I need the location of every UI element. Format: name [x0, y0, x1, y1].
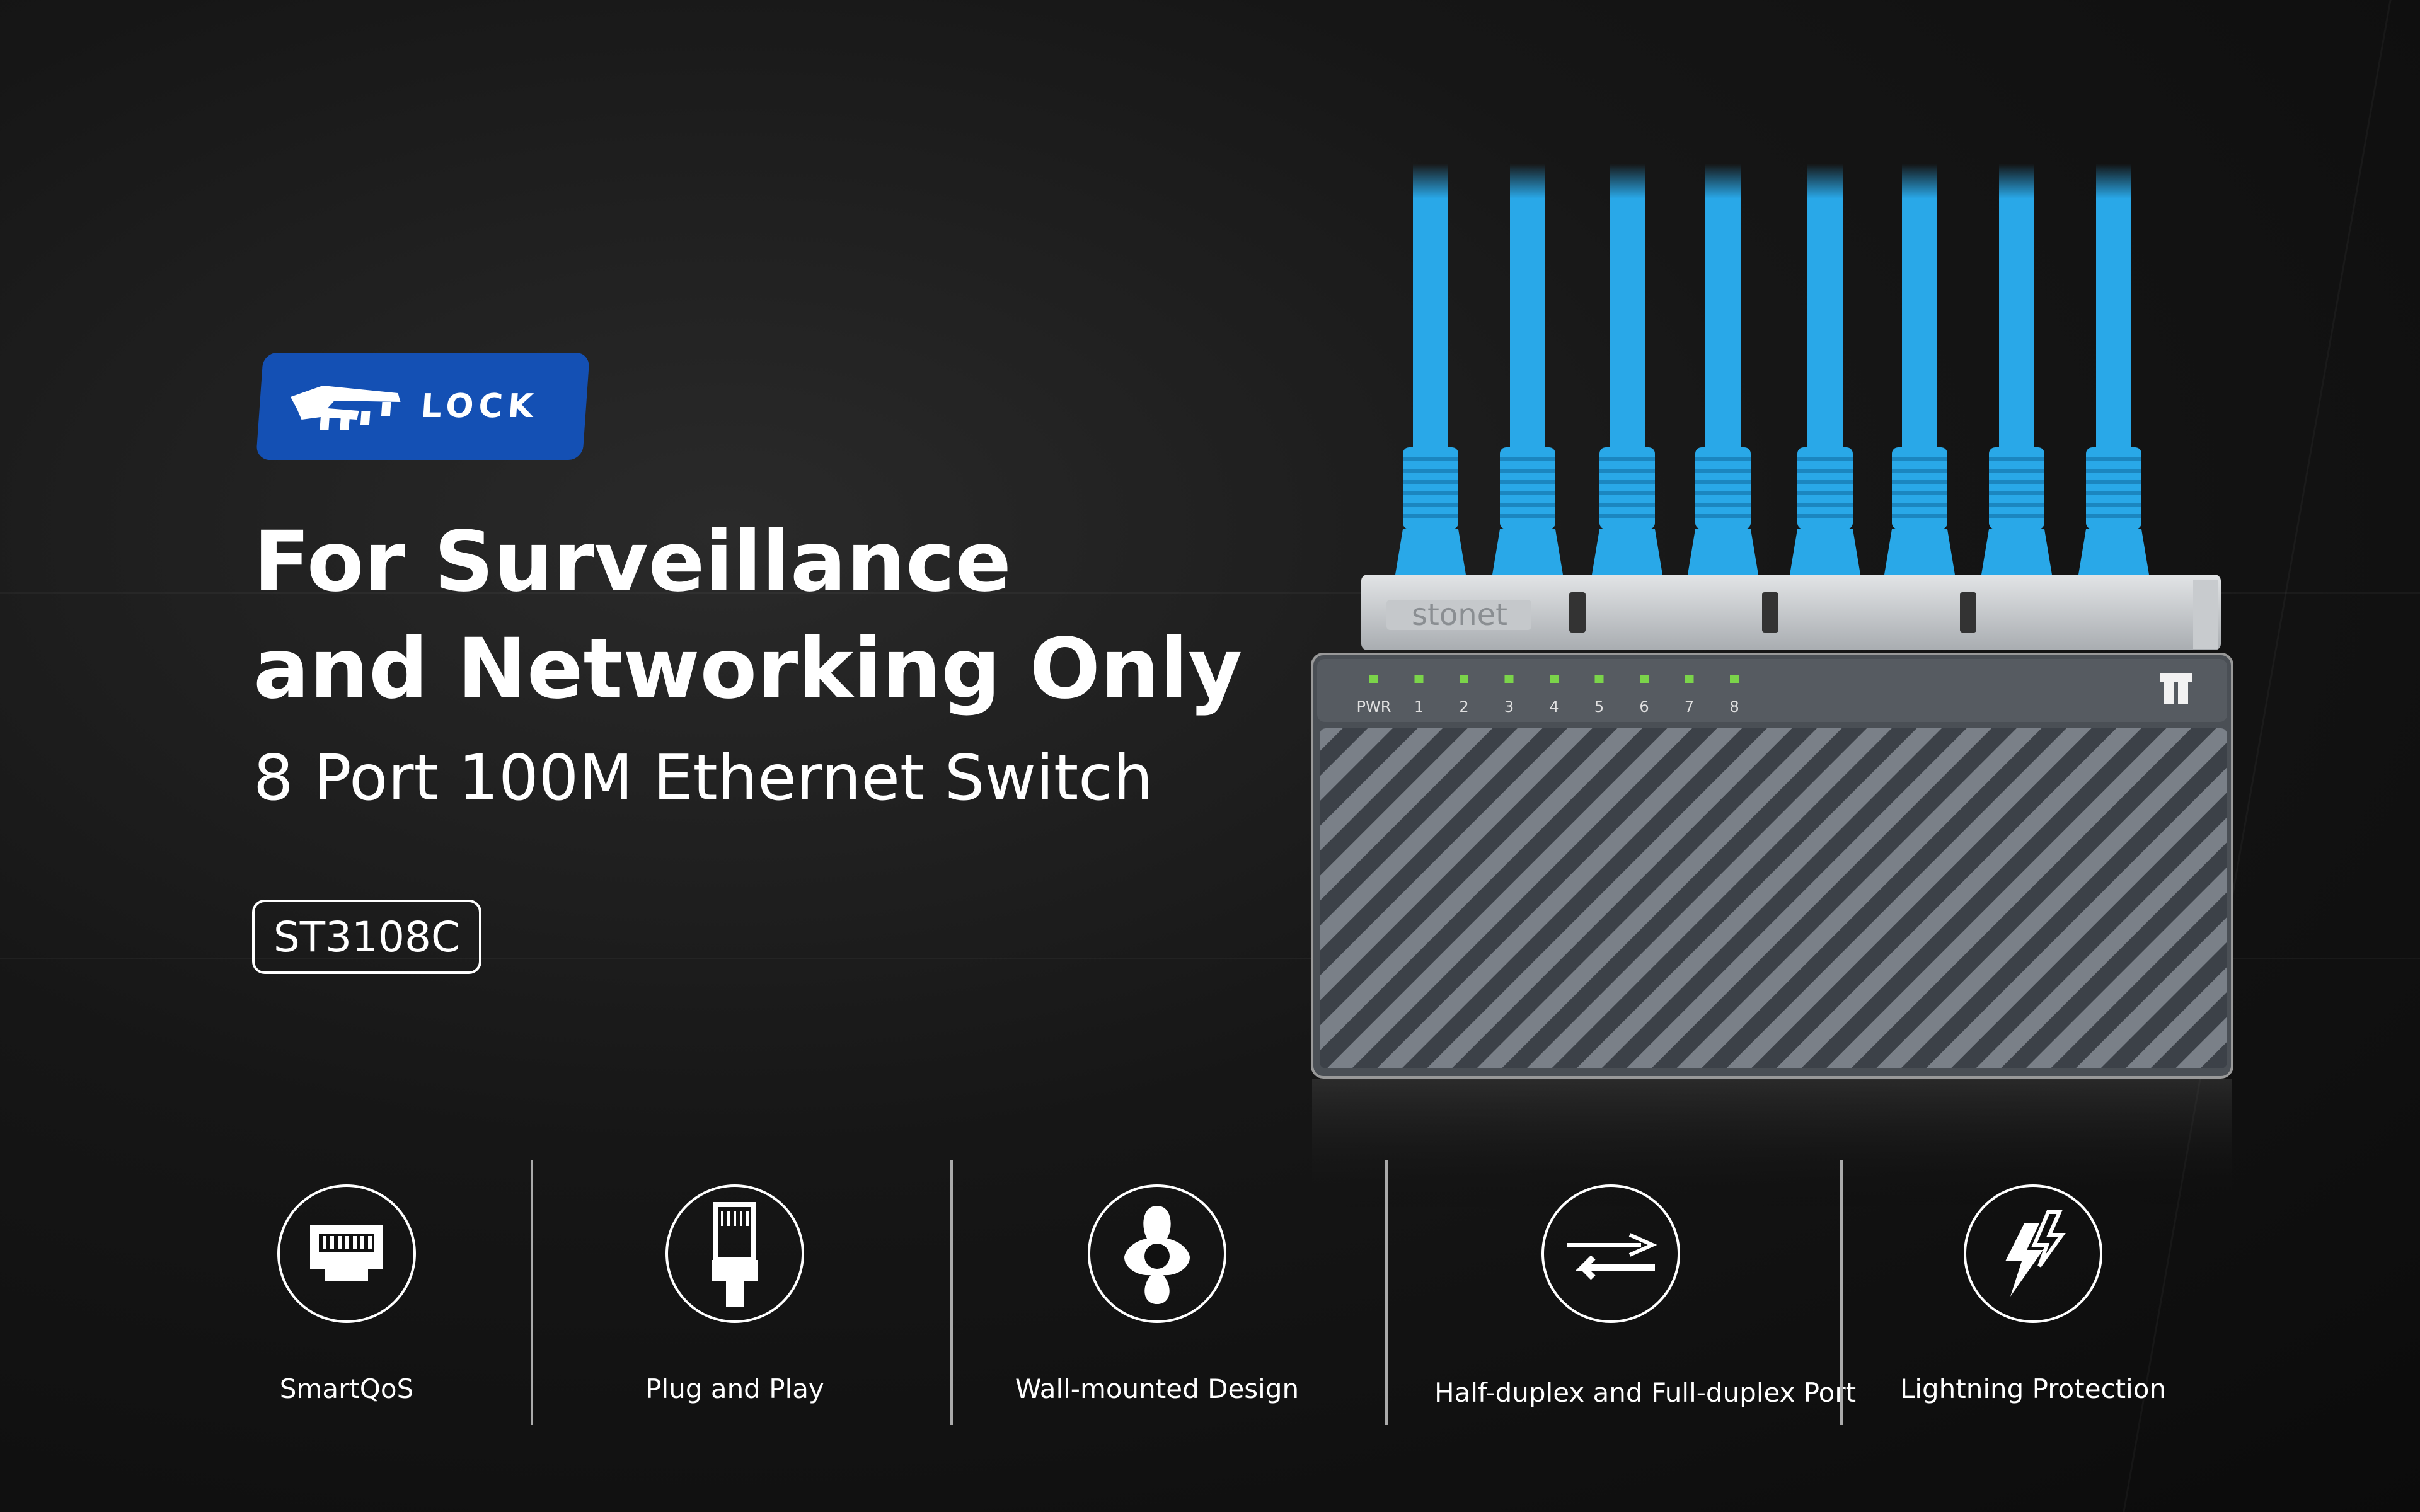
cover-brand-text: stonet: [1412, 597, 1507, 633]
headline-line-1: For Surveillance: [253, 513, 1011, 610]
status-led: [1640, 675, 1649, 683]
feature-label: SmartQoS: [279, 1373, 414, 1404]
feature-divider: [1385, 1160, 1388, 1425]
led-label: 5: [1594, 698, 1604, 716]
ethernet-cable: [1688, 164, 1758, 575]
features-row: SmartQoS Plug and Play Wall-mounted Desi…: [0, 1159, 2420, 1436]
switch-front-panel: [1317, 659, 2227, 722]
status-led: [1730, 675, 1739, 683]
cover-logo-plate: [1386, 600, 1531, 630]
status-led: [1414, 675, 1424, 683]
headline-line-2: and Networking Only: [253, 621, 1243, 718]
brand-logo: LOCK: [256, 353, 590, 460]
floor-line: [0, 592, 2420, 594]
floor-line: [0, 958, 2420, 959]
model-badge: ST3108C: [252, 900, 481, 974]
rj45-port-icon: [277, 1184, 416, 1323]
brand-logo-mark-icon: [291, 386, 401, 430]
status-led: [1504, 675, 1514, 683]
status-led: [1594, 675, 1604, 683]
feature-smartqos: SmartQoS: [170, 1159, 523, 1424]
feature-divider: [531, 1160, 533, 1425]
led-label: PWR: [1357, 698, 1392, 716]
status-leds: PWR 1 2 3 4 5 6 7 8: [1357, 675, 1739, 716]
feature-label: Half-duplex and Full-duplex Port: [1434, 1377, 1857, 1408]
switch-body: [1311, 653, 2233, 1079]
feature-label: Lightning Protection: [1899, 1373, 2167, 1404]
ethernet-cable: [1492, 164, 1563, 575]
led-label: 6: [1639, 698, 1649, 716]
status-led: [1685, 675, 1694, 683]
led-label: 1: [1414, 698, 1424, 716]
ethernet-cable: [1592, 164, 1662, 575]
feature-divider: [1840, 1160, 1843, 1425]
status-led: [1550, 675, 1559, 683]
wall-mount-icon: [1088, 1184, 1226, 1323]
rj45-plug-icon: [666, 1184, 804, 1323]
led-label: 2: [1459, 698, 1468, 716]
ethernet-cable: [1981, 164, 2052, 575]
status-led: [1369, 675, 1378, 683]
led-label: 3: [1504, 698, 1514, 716]
feature-label: Plug and Play: [645, 1373, 824, 1404]
brand-name: LOCK: [419, 387, 540, 425]
feature-lightning: Lightning Protection: [1857, 1159, 2210, 1424]
duplex-arrows-icon: [1541, 1184, 1680, 1323]
ethernet-cable: [1395, 164, 1466, 575]
led-label: 4: [1549, 698, 1559, 716]
ethernet-cables: [1395, 164, 2149, 575]
product-subtitle: 8 Port 100M Ethernet Switch: [253, 741, 1153, 815]
ethernet-cable: [1884, 164, 1955, 575]
ethernet-cable: [2078, 164, 2149, 575]
feature-duplex: Half-duplex and Full-duplex Port: [1434, 1159, 1857, 1424]
status-led: [1460, 675, 1468, 683]
feature-plug-and-play: Plug and Play: [558, 1159, 911, 1424]
led-label: 7: [1685, 698, 1694, 716]
feature-wall-mounted: Wall-mounted Design: [981, 1159, 1334, 1424]
feature-label: Wall-mounted Design: [1015, 1373, 1299, 1404]
led-label: 8: [1729, 698, 1739, 716]
feature-divider: [950, 1160, 953, 1425]
switch-cover: [1361, 575, 2221, 650]
switch-grille: [1320, 728, 2227, 1068]
ethernet-cable: [1790, 164, 1860, 575]
lightning-icon: [1964, 1184, 2102, 1323]
